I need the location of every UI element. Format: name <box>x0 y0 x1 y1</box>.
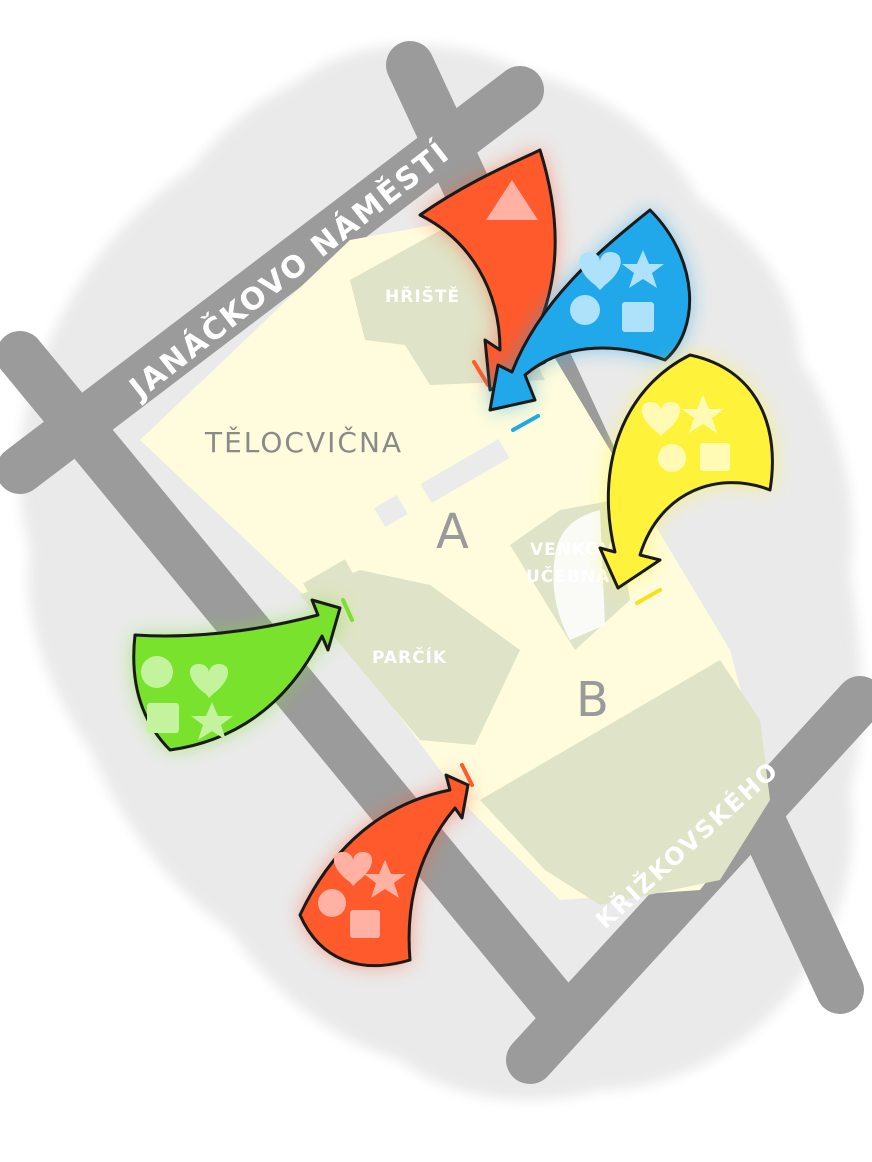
arrow-yellow <box>598 353 774 590</box>
square-icon <box>350 910 380 938</box>
arrow-blue <box>488 208 692 412</box>
star-icon <box>622 250 664 288</box>
entrance-marker-red-top <box>472 360 490 387</box>
circle-icon <box>570 295 600 325</box>
square-icon <box>700 443 730 471</box>
label-building-a: A <box>436 504 469 560</box>
corridor-gap <box>420 438 510 504</box>
entrance-marker-yellow <box>635 588 662 605</box>
entrance-markers <box>341 360 662 787</box>
small-gap <box>374 494 408 528</box>
star-icon <box>682 395 724 433</box>
label-park: PARČÍK <box>372 646 447 668</box>
square-icon <box>622 302 654 332</box>
park-area <box>300 570 520 745</box>
label-outdoor-classroom-2: UČEBNA <box>526 565 610 587</box>
star-icon <box>364 860 406 898</box>
heart-icon <box>641 402 681 436</box>
arrow-red-bottom <box>298 773 470 968</box>
entrance-marker-red-bottom <box>460 763 474 787</box>
label-building-b: B <box>576 672 609 728</box>
heart-icon <box>579 252 621 290</box>
square-icon <box>147 703 179 733</box>
heart-icon <box>189 664 229 698</box>
heart-icon <box>333 852 373 886</box>
label-gym: TĚLOCVIČNA <box>204 425 403 459</box>
arrow-green <box>132 598 342 752</box>
playground-area <box>350 225 545 385</box>
arrow-red-top <box>418 148 557 392</box>
circle-icon <box>658 444 686 472</box>
star-icon <box>191 702 233 740</box>
outdoor-classroom-arc <box>553 510 605 640</box>
small-gap-2 <box>303 559 355 601</box>
label-playground: HŘIŠTĚ <box>385 285 460 307</box>
circle-icon <box>318 889 346 917</box>
entrance-marker-blue <box>511 414 540 432</box>
circle-icon <box>141 656 173 688</box>
entrance-marker-green <box>341 598 354 622</box>
triangle-icon <box>486 180 538 220</box>
building-b-green-area <box>480 660 770 905</box>
